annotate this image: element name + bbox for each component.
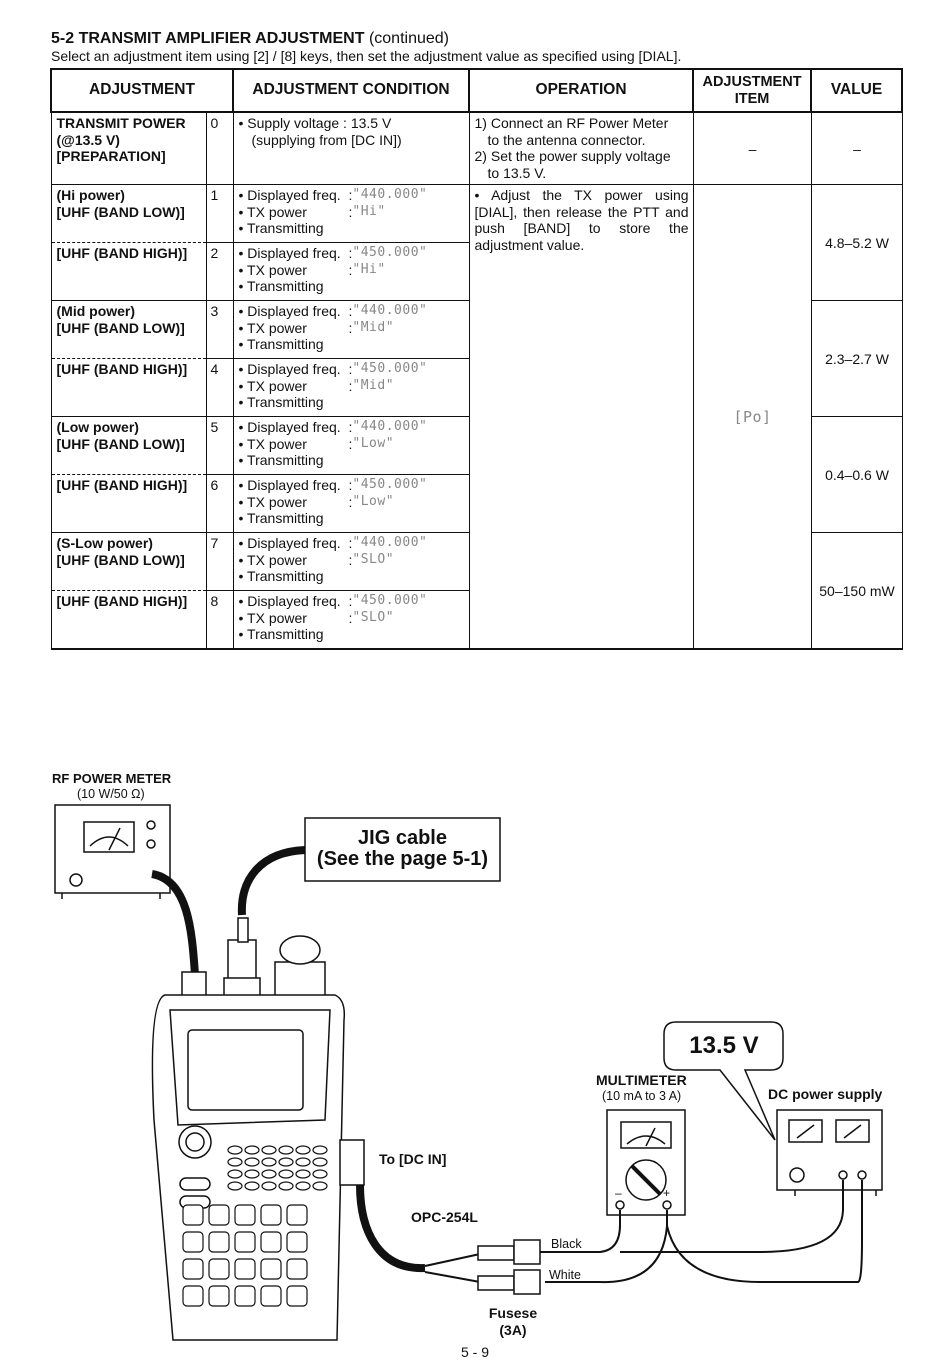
adjustment-condition: • Displayed freq.:"440.000" • TX power:"… <box>232 416 470 475</box>
adjustment-condition: • Displayed freq.:"440.000" • TX power:"… <box>232 184 470 243</box>
adjustment-name: [UHF (BAND HIGH)] <box>50 474 207 533</box>
table-row: [UHF (BAND HIGH)]8• Displayed freq.:"450… <box>50 590 902 650</box>
dc-in-label: To [DC IN] <box>379 1151 447 1167</box>
multimeter-label: MULTIMETER <box>596 1072 687 1088</box>
item-number: 3 <box>205 300 234 359</box>
rf-meter-spec: (10 W/50 Ω) <box>77 787 145 801</box>
adjustment-condition: • Displayed freq.:"450.000" • TX power:"… <box>232 590 470 650</box>
radio-transceiver <box>151 917 365 1341</box>
adjustment-condition: • Supply voltage : 13.5 V (supplying fro… <box>232 111 470 185</box>
adjustment-condition: • Displayed freq.:"440.000" • TX power:"… <box>232 532 470 591</box>
white-wire-label: White <box>549 1268 581 1282</box>
item-number: 6 <box>205 474 234 533</box>
plus-terminal: + <box>663 1186 671 1200</box>
multimeter <box>606 1109 686 1216</box>
black-wire-label: Black <box>551 1237 582 1251</box>
table-row: [UHF (BAND HIGH)]4• Displayed freq.:"450… <box>50 358 902 417</box>
section-title: 5-2 TRANSMIT AMPLIFIER ADJUSTMENT <box>51 30 365 47</box>
table-row: [UHF (BAND HIGH)]6• Displayed freq.:"450… <box>50 474 902 533</box>
item-number: 4 <box>205 358 234 417</box>
dc-supply-label: DC power supply <box>768 1086 883 1102</box>
item-number: 2 <box>205 242 234 301</box>
table-row: (Hi power)[UHF (BAND LOW)]1• Displayed f… <box>50 184 903 650</box>
item-number: 1 <box>205 184 234 243</box>
item-number: 5 <box>205 416 234 475</box>
cable-label: OPC-254L <box>411 1209 478 1225</box>
adjustment-name: [UHF (BAND HIGH)] <box>50 242 207 301</box>
adjustment-value: 50–150 mW <box>810 532 903 650</box>
adjustment-table: ADJUSTMENT ADJUSTMENT CONDITION OPERATIO… <box>49 68 904 650</box>
jig-cable-box <box>304 817 501 882</box>
table-row: (Mid power)[UHF (BAND LOW)]3• Displayed … <box>50 300 903 417</box>
adjustment-name: [UHF (BAND HIGH)] <box>50 358 207 417</box>
rf-meter-label: RF POWER METER <box>52 771 172 786</box>
col-condition: ADJUSTMENT CONDITION <box>232 68 471 113</box>
col-adjustment: ADJUSTMENT <box>49 68 235 113</box>
adjustment-name: [UHF (BAND HIGH)] <box>50 590 207 650</box>
table-row: (Low power)[UHF (BAND LOW)]5• Displayed … <box>50 416 903 533</box>
adjustment-condition: • Displayed freq.:"450.000" • TX power:"… <box>232 358 470 417</box>
adjustment-item: [Po] <box>692 184 812 650</box>
adjustment-value: 2.3–2.7 W <box>810 300 903 417</box>
continued-label: (continued) <box>368 30 449 47</box>
adjustment-value: – <box>810 111 903 185</box>
col-value: VALUE <box>810 68 904 113</box>
adjustment-item: – <box>692 111 812 185</box>
adjustment-value: 4.8–5.2 W <box>810 184 903 301</box>
adjustment-name: (S-Low power)[UHF (BAND LOW)] <box>50 532 207 591</box>
table-row: (S-Low power)[UHF (BAND LOW)]7• Displaye… <box>50 532 903 650</box>
multimeter-spec: (10 mA to 3 A) <box>602 1089 682 1103</box>
adjustment-condition: • Displayed freq.:"440.000" • TX power:"… <box>232 300 470 359</box>
adjustment-condition: • Displayed freq.:"450.000" • TX power:"… <box>232 242 470 301</box>
minus-terminal: – <box>615 1186 622 1200</box>
table-row: [UHF (BAND HIGH)]2• Displayed freq.:"450… <box>50 242 902 301</box>
section-header: 5-2 TRANSMIT AMPLIFIER ADJUSTMENT (conti… <box>51 30 911 64</box>
voltage-label: 13.5 V <box>689 1032 759 1059</box>
connection-diagram <box>54 804 883 1341</box>
fuse-holder <box>477 1239 541 1295</box>
operation-text: • Adjust the TX power using [DIAL], then… <box>468 184 694 650</box>
fuse-label: Fusese(3A) <box>488 1305 538 1338</box>
col-item: ADJUSTMENT ITEM <box>692 68 813 113</box>
instruction-text: Select an adjustment item using [2] / [8… <box>51 48 682 64</box>
page-number: 5 - 9 <box>460 1344 489 1360</box>
dc-power-supply <box>776 1109 883 1196</box>
item-number: 8 <box>205 590 234 650</box>
adjustment-name: (Low power)[UHF (BAND LOW)] <box>50 416 207 475</box>
table-row: TRANSMIT POWER (@13.5 V) [PREPARATION] 0… <box>50 111 903 185</box>
adjustment-condition: • Displayed freq.:"450.000" • TX power:"… <box>232 474 470 533</box>
adjustment-value: 0.4–0.6 W <box>810 416 903 533</box>
voltage-callout <box>663 1021 784 1141</box>
jig-cable-label: JIG cable(See the page 5-1) <box>316 827 489 870</box>
adjustment-name: TRANSMIT POWER (@13.5 V) [PREPARATION] <box>50 111 207 185</box>
col-operation: OPERATION <box>468 68 695 113</box>
item-number: 0 <box>205 111 234 185</box>
item-number: 7 <box>205 532 234 591</box>
table-header-row: ADJUSTMENT ADJUSTMENT CONDITION OPERATIO… <box>49 68 904 113</box>
adjustment-name: (Hi power)[UHF (BAND LOW)] <box>50 184 207 243</box>
operation-text: 1) Connect an RF Power Meter to the ante… <box>468 111 694 185</box>
adjustment-name: (Mid power)[UHF (BAND LOW)] <box>50 300 207 359</box>
